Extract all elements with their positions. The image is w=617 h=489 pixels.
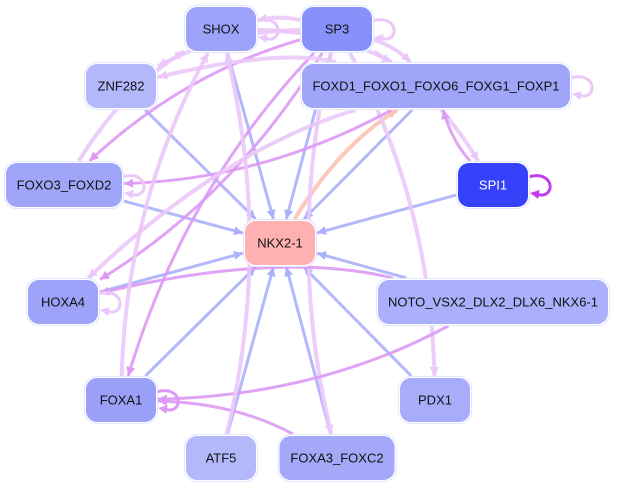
node-label: ZNF282 bbox=[98, 79, 145, 94]
edge-FOXA1-to-FOXA1 bbox=[155, 389, 180, 414]
node-box bbox=[86, 64, 156, 108]
edge-SPI1-to-NKX2-1 bbox=[316, 193, 457, 235]
edge-ATF5-to-NKX2-1 bbox=[226, 266, 276, 435]
node-label: FOXD1_FOXO1_FOXO6_FOXG1_FOXP1 bbox=[312, 79, 559, 94]
node-label: SPI1 bbox=[479, 178, 507, 193]
node-label: FOXO3_FOXD2 bbox=[17, 178, 112, 193]
edge-FOXD1-to-FOXD1 bbox=[569, 75, 594, 100]
edge-SHOX-to-NKX2-1 bbox=[226, 52, 276, 220]
node-label: PDX1 bbox=[418, 393, 452, 408]
edge-FOXO3-to-NKX2-1 bbox=[123, 199, 244, 236]
node-box bbox=[302, 64, 570, 108]
edge-SP3-to-SP3 bbox=[371, 18, 396, 43]
node-shox[interactable]: SHOX bbox=[184, 5, 258, 53]
edge-SP3-to-FOXD1 bbox=[373, 37, 413, 64]
node-box bbox=[245, 221, 315, 265]
node-label: NKX2-1 bbox=[257, 236, 303, 251]
node-box bbox=[6, 163, 122, 207]
edge-FOXO3-to-FOXO3 bbox=[121, 174, 146, 199]
edge-FOXA1-to-SHOX bbox=[119, 52, 210, 377]
edge-HOXA4-to-HOXA4 bbox=[97, 291, 122, 316]
node-label: SP3 bbox=[325, 22, 350, 37]
node-box bbox=[86, 378, 156, 422]
edge-HOXA4-to-NKX2-1 bbox=[99, 251, 244, 294]
node-nkx2-1[interactable]: NKX2-1 bbox=[243, 219, 317, 267]
node-label: ATF5 bbox=[206, 451, 237, 466]
node-hoxa4[interactable]: HOXA4 bbox=[26, 278, 100, 326]
node-atf5[interactable]: ATF5 bbox=[184, 434, 258, 482]
edge-SPI1-to-FOXD1 bbox=[441, 109, 472, 163]
node-foxa3[interactable]: FOXA3_FOXC2 bbox=[277, 434, 397, 482]
node-box bbox=[186, 436, 256, 480]
node-box bbox=[378, 280, 608, 324]
node-box bbox=[28, 280, 98, 324]
node-foxo3[interactable]: FOXO3_FOXD2 bbox=[4, 161, 124, 209]
node-label: HOXA4 bbox=[41, 295, 85, 310]
edge-SPI1-to-SPI1 bbox=[527, 174, 552, 199]
node-box bbox=[186, 7, 256, 51]
node-spi1[interactable]: SPI1 bbox=[456, 161, 530, 209]
edge-FOXD1-to-HOXA4 bbox=[86, 108, 356, 280]
node-label: FOXA1 bbox=[100, 393, 143, 408]
edge-SP3-to-FOXA1 bbox=[126, 51, 316, 377]
node-label: NOTO_VSX2_DLX2_DLX6_NKX6-1 bbox=[388, 295, 598, 310]
node-noto[interactable]: NOTO_VSX2_DLX2_DLX6_NKX6-1 bbox=[376, 278, 610, 326]
node-znf282[interactable]: ZNF282 bbox=[84, 62, 158, 110]
node-pdx1[interactable]: PDX1 bbox=[398, 376, 472, 424]
node-foxd1[interactable]: FOXD1_FOXO1_FOXO6_FOXG1_FOXP1 bbox=[300, 62, 572, 110]
node-box bbox=[279, 436, 395, 480]
node-box bbox=[400, 378, 470, 422]
edge-FOXD1-to-ZNF282 bbox=[157, 55, 337, 80]
edges-layer bbox=[77, 13, 594, 436]
node-foxa1[interactable]: FOXA1 bbox=[84, 376, 158, 424]
node-label: SHOX bbox=[203, 22, 240, 37]
edge-NOTO-to-NKX2-1 bbox=[316, 251, 407, 280]
node-label: FOXA3_FOXC2 bbox=[290, 451, 383, 466]
edge-FOXD1-to-FOXO3 bbox=[123, 108, 393, 188]
node-sp3[interactable]: SP3 bbox=[300, 5, 374, 53]
node-box bbox=[302, 7, 372, 51]
edge-SHOX-to-SHOX bbox=[255, 18, 280, 43]
node-box bbox=[458, 163, 528, 207]
